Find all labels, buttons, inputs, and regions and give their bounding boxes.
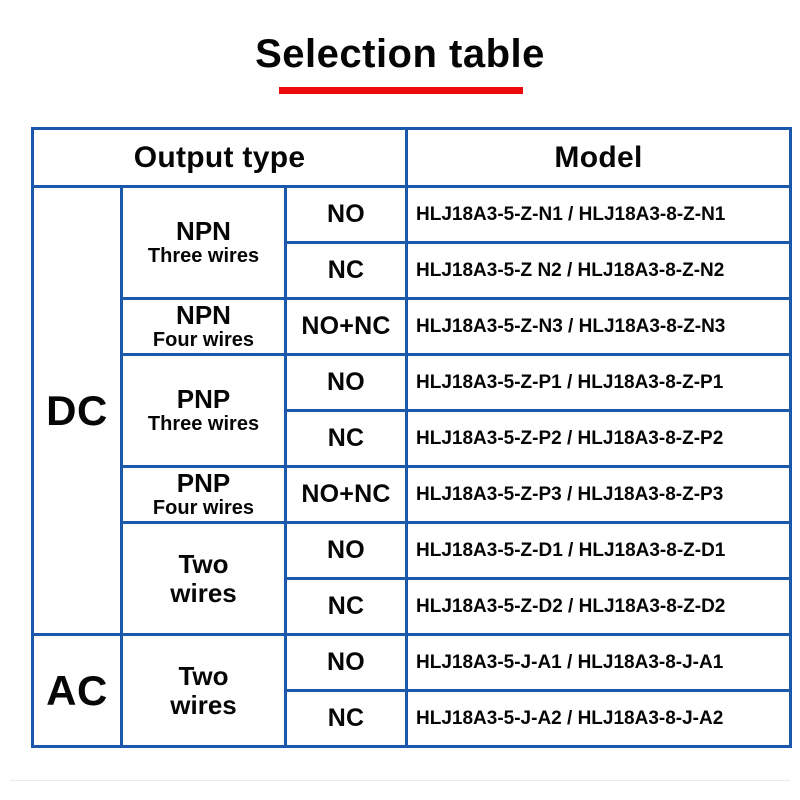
wiring-cell-ac-two: Two wires: [120, 633, 287, 748]
wiring-type-label: Two: [178, 660, 229, 691]
wiring-cell-npn-three: NPN Three wires: [120, 185, 287, 300]
power-dc-cell: DC: [31, 185, 123, 636]
page-title: Selection table: [255, 32, 545, 76]
table-row: DC NPN Three wires NO HLJ18A3-5-Z-N1 / H…: [31, 185, 793, 636]
output-cell: NO+NC: [283, 465, 409, 524]
table-row: Two wires NO HLJ18A3-5-Z-D1 / HLJ18A3-8-…: [33, 521, 793, 636]
output-cell: NC: [283, 689, 409, 748]
model-cell: HLJ18A3-5-Z-D2 / HLJ18A3-8-Z-D2: [405, 577, 793, 636]
table-row: NC HLJ18A3-5-Z N2 / HLJ18A3-8-Z-N2: [33, 241, 793, 300]
wiring-wires-label: Four wires: [152, 329, 255, 352]
model-cell: HLJ18A3-5-Z-P2 / HLJ18A3-8-Z-P2: [405, 409, 793, 468]
wiring-cell-pnp-four: PNP Four wires: [120, 465, 287, 524]
table-row: NC HLJ18A3-5-Z-P2 / HLJ18A3-8-Z-P2: [33, 409, 793, 468]
model-cell: HLJ18A3-5-Z-D1 / HLJ18A3-8-Z-D1: [405, 521, 793, 580]
output-cell: NO: [283, 521, 409, 580]
output-cell: NC: [283, 241, 409, 300]
table-header-row: Output type Model: [30, 127, 793, 188]
wiring-wires-label: Three wires: [147, 245, 260, 268]
title-underline: [279, 87, 523, 94]
table-row: NC HLJ18A3-5-Z-D2 / HLJ18A3-8-Z-D2: [33, 577, 793, 636]
wiring-type-label: NPN: [176, 216, 231, 247]
wiring-wires-label: Three wires: [147, 413, 260, 436]
output-cell: NO: [283, 353, 409, 412]
wiring-wires-label: wires: [170, 689, 237, 720]
model-cell: HLJ18A3-5-J-A2 / HLJ18A3-8-J-A2: [405, 689, 793, 748]
wiring-cell-pnp-three: PNP Three wires: [120, 353, 287, 468]
wiring-type-label: PNP: [176, 468, 231, 499]
model-cell: HLJ18A3-5-Z-P1 / HLJ18A3-8-Z-P1: [405, 353, 793, 412]
output-cell: NC: [283, 577, 409, 636]
table-row: NPN Four wires NO+NC HLJ18A3-5-Z-N3 / HL…: [33, 297, 793, 356]
model-cell: HLJ18A3-5-Z-P3 / HLJ18A3-8-Z-P3: [405, 465, 793, 524]
table-row: AC Two wires NO HLJ18A3-5-J-A1 / HLJ18A3…: [31, 633, 793, 748]
wiring-type-label: Two: [178, 548, 229, 579]
wiring-cell-npn-four: NPN Four wires: [120, 297, 287, 356]
selection-table: Output type Model DC NPN Three wires NO …: [30, 127, 793, 748]
table-row: PNP Four wires NO+NC HLJ18A3-5-Z-P3 / HL…: [33, 465, 793, 524]
power-ac-cell: AC: [31, 633, 123, 748]
model-cell: HLJ18A3-5-Z-N1 / HLJ18A3-8-Z-N1: [405, 185, 793, 244]
wiring-cell-dc-two: Two wires: [120, 521, 287, 636]
wiring-wires-label: Four wires: [152, 497, 255, 520]
output-cell: NO+NC: [283, 297, 409, 356]
table-row: PNP Three wires NO HLJ18A3-5-Z-P1 / HLJ1…: [33, 353, 793, 468]
model-cell: HLJ18A3-5-Z-N3 / HLJ18A3-8-Z-N3: [405, 297, 793, 356]
header-model: Model: [405, 127, 793, 188]
output-cell: NC: [283, 409, 409, 468]
model-cell: HLJ18A3-5-Z N2 / HLJ18A3-8-Z-N2: [405, 241, 793, 300]
output-cell: NO: [283, 185, 409, 244]
wiring-wires-label: wires: [170, 577, 237, 608]
header-output-type: Output type: [30, 127, 409, 188]
model-cell: HLJ18A3-5-J-A1 / HLJ18A3-8-J-A1: [405, 633, 793, 692]
divider-line: [10, 780, 790, 781]
wiring-type-label: NPN: [176, 300, 231, 331]
wiring-type-label: PNP: [176, 384, 231, 415]
table-row: NC HLJ18A3-5-J-A2 / HLJ18A3-8-J-A2: [33, 689, 793, 748]
output-cell: NO: [283, 633, 409, 692]
